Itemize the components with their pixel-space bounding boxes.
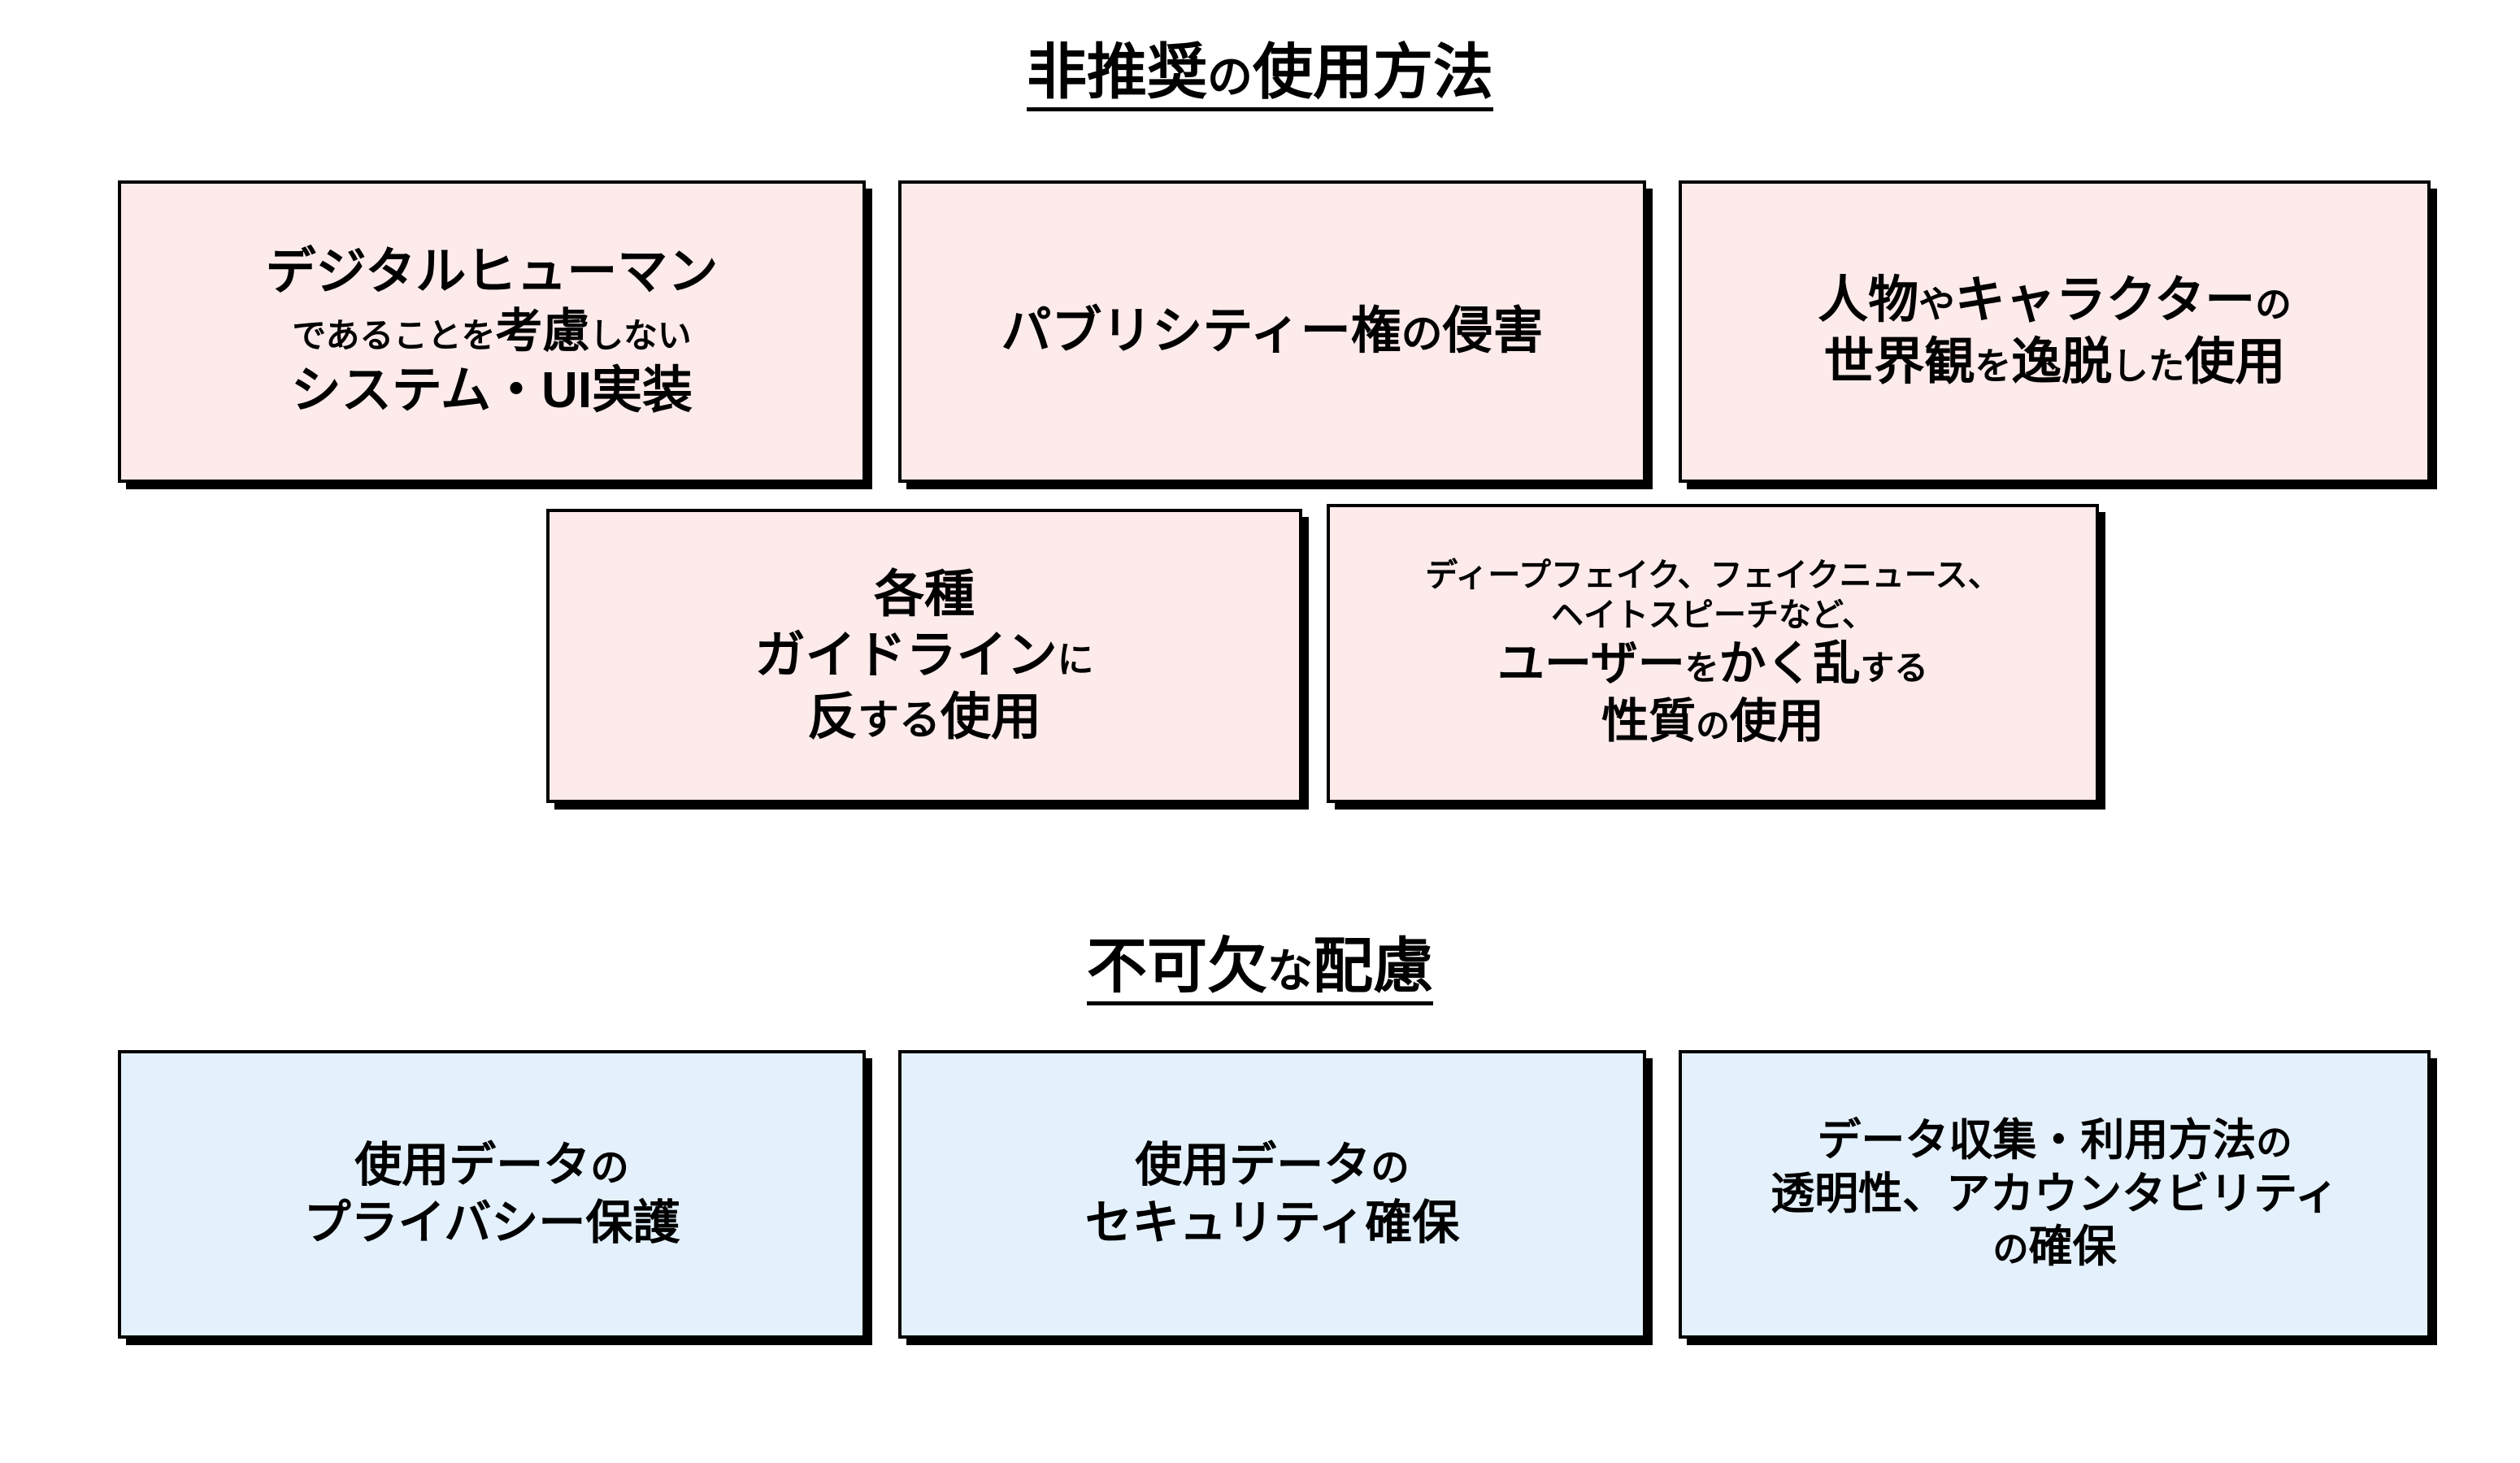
box-system-ui-implementation-text: デジタルヒューマン であることを考慮しない システム・UI実装 [121, 241, 862, 422]
box-line: パブリシティー権の侵害 [1001, 303, 1544, 360]
box-line: システム・UI実装 [290, 362, 693, 419]
box-character-worldview-deviation-text: 人物やキャラクターの 世界観を逸脱した使用 [1682, 270, 2427, 393]
box-line: プライバシー保護 [303, 1196, 680, 1249]
box-transparency-accountability[interactable]: データ収集・利用方法の 透明性、アカウンタビリティ の確保 [1679, 1050, 2431, 1339]
box-line: 人物やキャラクターの [1818, 272, 2292, 329]
box-line: ユーザーをかく乱する [1497, 637, 1929, 691]
box-line: であることを考慮しない [292, 304, 692, 358]
box-deepfake-user-disruption[interactable]: ディープフェイク、フェイクニュース、 ヘイトスピーチなど、 ユーザーをかく乱する… [1327, 504, 2099, 803]
box-line: データ収集・利用方法の [1817, 1115, 2292, 1165]
box-line: の確保 [1992, 1222, 2117, 1272]
section-title-essential-main: 不可欠 [1087, 932, 1267, 1000]
box-line: 反する使用 [807, 688, 1041, 745]
section-title-discouraged-main: 非推奨 [1027, 38, 1207, 106]
box-line: ディープフェイク、フェイクニュース、 [1425, 558, 2001, 594]
box-system-ui-implementation[interactable]: デジタルヒューマン であることを考慮しない システム・UI実装 [118, 180, 866, 483]
box-line: 各種 [873, 566, 975, 623]
box-publicity-rights-infringement[interactable]: パブリシティー権の侵害 [898, 180, 1646, 483]
box-line: 使用データの [1135, 1138, 1410, 1192]
box-guideline-violation-text: 各種 ガイドラインに 反する使用 [550, 564, 1299, 749]
section-title-discouraged: 非推奨の使用方法 [0, 42, 2520, 111]
box-line: デジタルヒューマン [265, 244, 719, 300]
section-title-essential-particle: な [1267, 945, 1313, 996]
box-data-security-assurance-text: 使用データの セキュリティ確保 [902, 1137, 1643, 1252]
box-data-privacy-protection-text: 使用データの プライバシー保護 [121, 1137, 862, 1252]
box-guideline-violation[interactable]: 各種 ガイドラインに 反する使用 [546, 509, 1302, 803]
box-data-security-assurance[interactable]: 使用データの セキュリティ確保 [898, 1050, 1646, 1339]
box-line: ガイドラインに [754, 627, 1094, 684]
box-line: 世界観を逸脱した使用 [1823, 334, 2286, 390]
box-line: セキュリティ確保 [1084, 1196, 1460, 1249]
section-title-essential-tail: 配慮 [1313, 932, 1433, 1000]
box-deepfake-user-disruption-text: ディープフェイク、フェイクニュース、 ヘイトスピーチなど、 ユーザーをかく乱する… [1330, 556, 2096, 750]
box-data-privacy-protection[interactable]: 使用データの プライバシー保護 [118, 1050, 866, 1339]
box-character-worldview-deviation[interactable]: 人物やキャラクターの 世界観を逸脱した使用 [1679, 180, 2431, 483]
box-line: ヘイトスピーチなど、 [1551, 597, 1875, 634]
section-title-essential: 不可欠な配慮 [0, 936, 2520, 1005]
box-line: 使用データの [354, 1138, 629, 1192]
box-transparency-accountability-text: データ収集・利用方法の 透明性、アカウンタビリティ の確保 [1682, 1114, 2427, 1275]
section-title-discouraged-tail: 使用方法 [1253, 38, 1493, 106]
box-publicity-rights-infringement-text: パブリシティー権の侵害 [902, 301, 1643, 362]
box-line: 性質の使用 [1601, 694, 1824, 748]
section-title-discouraged-particle: の [1207, 51, 1253, 102]
box-line: 透明性、アカウンタビリティ [1771, 1169, 2339, 1218]
